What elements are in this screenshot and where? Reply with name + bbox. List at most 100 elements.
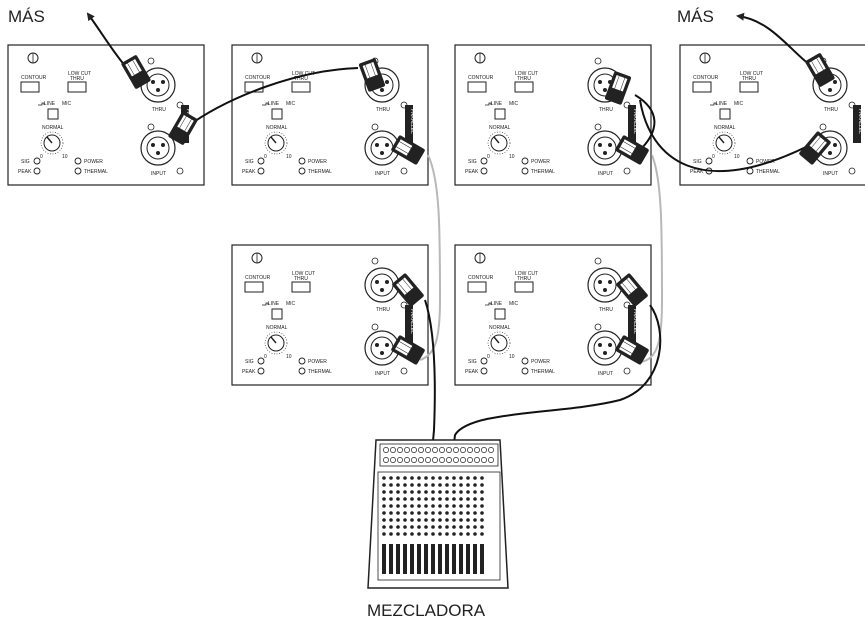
speaker-panel-top-2: CONTOUR LOW CUT THRU LINE MIC NORMAL 0 1…: [231, 44, 429, 186]
mixer-jack: [425, 457, 431, 463]
mixer-knob: [410, 504, 414, 508]
input-label: INPUT: [823, 171, 838, 177]
mixer-knob: [459, 490, 463, 494]
dial-min-label: 0: [712, 154, 715, 160]
mixer-knob: [459, 511, 463, 515]
thermal-label: THERMAL: [308, 169, 332, 175]
mixer-knob: [396, 476, 400, 480]
mixer-knob: [459, 504, 463, 508]
mixer-knob: [438, 476, 442, 480]
mixer-jack: [453, 447, 459, 453]
mixer-knob: [431, 490, 435, 494]
mixer-knob: [431, 497, 435, 501]
mixer-knob: [480, 518, 484, 522]
low-cut-sub-label: THRU: [294, 76, 308, 82]
dial-min-label: 0: [40, 154, 43, 160]
mixer-knob: [396, 504, 400, 508]
mixer-knob: [473, 497, 477, 501]
mixer-fader-row: [382, 544, 484, 574]
mixer-jack: [439, 447, 445, 453]
mixer-knob: [424, 532, 428, 536]
mixer-knob: [445, 532, 449, 536]
mic-label: MIC: [734, 101, 744, 107]
mixer-fader: [382, 544, 386, 574]
dial-min-label: 0: [264, 354, 267, 360]
mixer-fader: [459, 544, 463, 574]
low-cut-label: LOW CUT: [740, 71, 763, 77]
power-label: POWER: [531, 159, 550, 165]
contour-label: CONTOUR: [245, 75, 271, 81]
mixer-knob-grid: [382, 476, 484, 536]
mixer-knob: [445, 518, 449, 522]
mixer-jack: [432, 457, 438, 463]
low-cut-label: LOW CUT: [515, 71, 538, 77]
more-right-label: MÁS: [677, 7, 714, 26]
dial-max-label: 10: [509, 354, 515, 360]
mixer-knob: [438, 518, 442, 522]
mixer-knob: [438, 511, 442, 515]
mixer-knob: [431, 483, 435, 487]
normal-label: NORMAL: [714, 125, 736, 131]
dial-max-label: 10: [62, 154, 68, 160]
mixer-knob: [382, 525, 386, 529]
mixer-knob: [452, 532, 456, 536]
mixer-knob: [480, 483, 484, 487]
mixer-knob: [424, 511, 428, 515]
mixer-knob: [445, 476, 449, 480]
thru-label: THRU: [376, 307, 390, 313]
mixer-knob: [466, 490, 470, 494]
mixer-fader: [473, 544, 477, 574]
sig-label: SIG: [21, 159, 30, 165]
mixer-jack: [432, 447, 438, 453]
thru-label: THRU: [599, 107, 613, 113]
mixer-jack: [467, 457, 473, 463]
mixer-knob: [382, 518, 386, 522]
mixer-knob: [396, 518, 400, 522]
mixer-knob: [445, 511, 449, 515]
peak-label: PEAK: [242, 169, 256, 175]
mixer-knob: [438, 497, 442, 501]
mixer-knob: [417, 532, 421, 536]
mixer-fader: [452, 544, 456, 574]
mixer-knob: [431, 532, 435, 536]
mixer-knob: [466, 525, 470, 529]
thermal-label: THERMAL: [308, 369, 332, 375]
parallel-label: PARALLEL: [632, 109, 638, 134]
mixer-jack: [418, 457, 424, 463]
mixer-knob: [480, 504, 484, 508]
mixer-knob: [452, 497, 456, 501]
thermal-label: THERMAL: [84, 169, 108, 175]
mixer-knob: [466, 476, 470, 480]
mixer-fader: [445, 544, 449, 574]
mixer-knob: [389, 518, 393, 522]
mixer-knob: [389, 490, 393, 494]
mixer-knob: [424, 483, 428, 487]
mixer-fader: [466, 544, 470, 574]
mixer-knob: [438, 490, 442, 494]
mixer-knob: [473, 504, 477, 508]
mixer-knob: [459, 483, 463, 487]
mixer-knob: [445, 504, 449, 508]
mic-label: MIC: [62, 101, 72, 107]
mixer-knob: [403, 483, 407, 487]
parallel-label: PARALLEL: [409, 309, 415, 334]
dial-min-label: 0: [264, 154, 267, 160]
mixer-knob: [389, 483, 393, 487]
mixer-knob: [466, 518, 470, 522]
mixer-fader: [417, 544, 421, 574]
mixer-knob: [410, 490, 414, 494]
mixer-knob: [396, 511, 400, 515]
mixer-knob: [473, 476, 477, 480]
peak-label: PEAK: [18, 169, 32, 175]
mixer-knob: [466, 532, 470, 536]
mic-label: MIC: [509, 101, 519, 107]
sig-label: SIG: [468, 359, 477, 365]
mixer-fader: [438, 544, 442, 574]
mixer-knob: [424, 518, 428, 522]
mic-label: MIC: [286, 301, 296, 307]
dial-min-label: 0: [487, 354, 490, 360]
contour-label: CONTOUR: [245, 275, 271, 281]
mixer-jack: [418, 447, 424, 453]
power-label: POWER: [84, 159, 103, 165]
dial-max-label: 10: [286, 354, 292, 360]
